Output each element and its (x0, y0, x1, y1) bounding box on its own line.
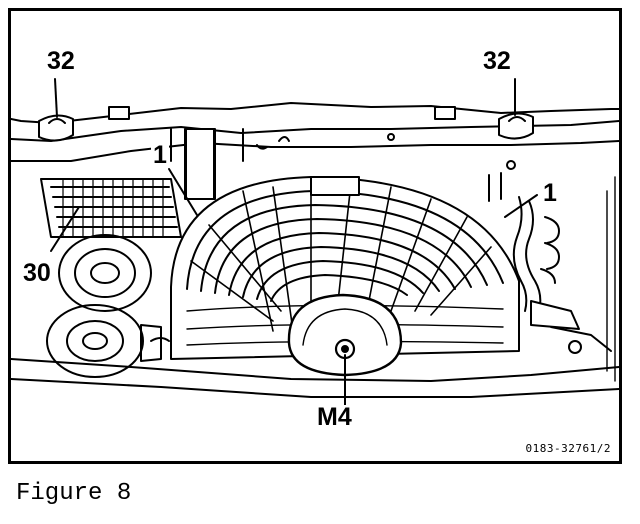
reference-code: 0183-32761/2 (525, 442, 611, 455)
callout-mount-left: 32 (45, 47, 77, 75)
fan-motor-hub (287, 293, 403, 377)
right-side-hoses (488, 172, 612, 354)
figure-frame: 32 32 1 1 30 M4 0183-32761/2 (8, 8, 622, 464)
rubber-mount-right (434, 106, 534, 140)
leader-32-left (54, 78, 58, 118)
callout-fan-nut: M4 (315, 403, 354, 431)
horn-lower (46, 304, 144, 378)
horn-upper (58, 234, 152, 312)
leader-1-left (168, 168, 198, 216)
rubber-mount-left (38, 106, 130, 142)
cross-member (11, 102, 619, 200)
fan-shroud (170, 176, 520, 360)
leader-30 (50, 206, 80, 252)
lower-panel (11, 176, 619, 398)
fan-assembly-illustration (11, 78, 619, 406)
callout-mount-right: 32 (481, 47, 513, 75)
leader-1-right (504, 194, 538, 218)
callout-leaders (50, 78, 538, 406)
callout-clip-left: 1 (151, 141, 169, 169)
callout-clip-right: 1 (541, 179, 559, 207)
callout-condenser: 30 (21, 259, 53, 287)
figure-caption: Figure 8 (16, 480, 132, 507)
condenser-fins (40, 178, 182, 238)
